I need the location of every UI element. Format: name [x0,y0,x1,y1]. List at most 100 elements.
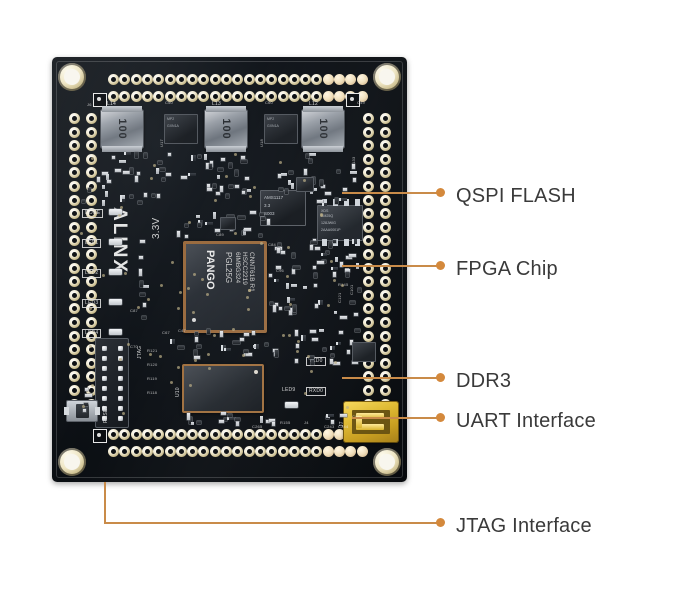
header-pad [69,276,80,288]
passive-component [197,154,202,158]
ic-lead [344,239,349,246]
flash-line4: 2AAA0001P [321,228,341,232]
header-pad [380,208,391,220]
header-pad [363,262,374,274]
usb-tongue-side [356,416,362,428]
header-pad [363,194,374,206]
passive-component [218,420,225,424]
ic-lead [355,199,360,206]
via [152,163,156,167]
via [118,214,122,217]
pmic-U18-line1: MP2 [267,117,275,121]
header-pad [311,74,323,85]
silk-C70: C70 [130,344,138,349]
header-pad [243,446,255,457]
header-pad [322,91,334,102]
passive-component [195,214,201,218]
fpga-line2: 6IMBG324 [234,252,241,284]
callout-label-jtag-interface: JTAG Interface [456,515,592,537]
passive-component [217,174,221,179]
header-pad [164,91,176,102]
passive-component [246,188,252,192]
passive-component [225,193,229,199]
via [91,156,94,160]
passive-component [352,164,356,169]
header-pad [380,385,391,396]
header-pad [153,91,165,102]
passive-component [227,414,233,418]
passive-component [226,416,236,420]
pmic-U17-line2: GXN1A [167,124,179,128]
via [247,308,250,312]
passive-component [278,188,284,192]
via [208,366,212,370]
led-2 [109,269,122,275]
passive-component [250,211,257,215]
silk-txd0: TXD0 [306,357,326,366]
reset-switch[interactable] [64,400,100,422]
passive-component [243,350,249,354]
silk-C101: C101 [349,284,354,295]
header-pad [277,446,289,457]
jtag-pin [102,346,107,351]
header-pad [356,91,368,102]
pad-square-top [93,93,107,107]
via [234,232,238,236]
jtag-pin [102,396,107,401]
passive-component [208,164,212,170]
callout-leader-uart-interface [352,417,440,419]
via [176,366,180,370]
via [327,303,331,307]
header-pad [363,235,374,247]
passive-component [320,252,328,256]
via [282,333,286,337]
header-pad [380,167,391,179]
passive-component [96,176,100,183]
passive-component [321,184,326,188]
passive-component [273,279,280,283]
passive-component [215,228,221,232]
header-pad [141,91,153,102]
passive-component [129,167,133,174]
header-pad [198,91,210,102]
header-pad [69,330,80,342]
callout-leader-fpga-chip [342,265,440,267]
passive-component [288,308,292,315]
silk-r121: R121 [147,348,158,353]
usb-tongue-top [356,413,384,419]
passive-component [269,419,275,423]
passive-component [276,266,281,270]
passive-component [309,159,313,164]
passive-component [326,250,330,254]
header-pad [86,194,97,206]
reset-switch-key[interactable] [76,404,89,418]
inductor-L14: 100 [100,106,144,152]
header-pad [141,446,153,457]
passive-component [184,223,188,228]
callout-dot-fpga-chip [436,261,445,270]
passive-component [223,417,227,422]
passive-component [194,349,198,357]
passive-component [351,361,358,365]
passive-component [235,418,240,422]
uart-usb-connector[interactable] [344,402,398,442]
flash-line3: 128JWIG [321,221,336,225]
header-pad [69,262,80,274]
passive-component [339,261,343,268]
header-pad [232,74,244,85]
header-pad [86,249,97,260]
passive-component [234,170,238,176]
header-pad [277,74,289,85]
passive-component [353,178,357,183]
passive-component [219,185,223,192]
via [206,353,210,357]
passive-component [319,180,323,187]
header-pad [356,74,368,85]
passive-component [292,253,296,259]
header-pad [232,429,244,440]
header-pad [300,429,312,440]
passive-component [330,346,336,351]
passive-component [85,393,92,397]
passive-component [136,171,140,176]
led-1 [109,239,122,245]
